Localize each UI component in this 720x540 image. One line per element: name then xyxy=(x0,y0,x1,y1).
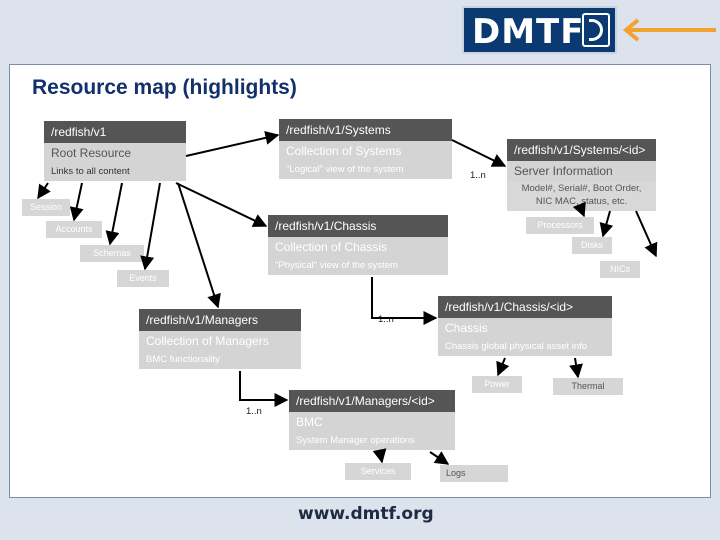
tag-accounts: Accounts xyxy=(46,221,102,238)
link-systems-system-id xyxy=(451,139,507,167)
node-managers-title: /redfish/v1/Managers xyxy=(139,309,301,331)
tag-power: Power xyxy=(472,376,522,393)
node-root-description: Links to all content xyxy=(44,163,186,181)
tag-events: Events xyxy=(117,270,169,287)
footer-url: www.dmtf.org xyxy=(298,504,434,524)
arrow-left-icon xyxy=(622,18,716,42)
link-manager-id-logs xyxy=(429,451,450,465)
node-system-id-description-1: Model#, Serial#, Boot Order, xyxy=(521,183,642,194)
tag-services: Services xyxy=(345,463,411,480)
link-root-chassis xyxy=(175,182,268,227)
tag-thermal: Thermal xyxy=(553,378,623,395)
tag-disks: Disks xyxy=(572,237,612,254)
link-root-session xyxy=(37,182,51,200)
link-root-events xyxy=(140,182,161,271)
logo-text: DMTF xyxy=(472,12,585,52)
node-system-id-description-2: NIC MAC, status, etc. xyxy=(535,196,628,207)
node-chassis: /redfish/v1/Chassis Collection of Chassi… xyxy=(268,215,448,277)
logo-mark-icon xyxy=(582,13,610,47)
link-system-id-disks xyxy=(599,210,614,238)
node-systems-subtitle: Collection of Systems xyxy=(279,141,452,161)
link-root-managers xyxy=(177,182,221,309)
link-system-id-processors xyxy=(572,201,586,218)
link-chassis-id-thermal xyxy=(569,357,583,379)
link-manager-id-services xyxy=(372,448,387,464)
link-system-id-nics xyxy=(635,210,658,258)
node-managers: /redfish/v1/Managers Collection of Manag… xyxy=(139,309,301,371)
multiplicity-systems: 1..n xyxy=(470,170,486,181)
link-managers-manager-id xyxy=(239,371,289,407)
node-manager-id-title: /redfish/v1/Managers/<id> xyxy=(289,390,455,412)
page-title: Resource map (highlights) xyxy=(32,76,297,99)
node-manager-id: /redfish/v1/Managers/<id> BMC System Man… xyxy=(289,390,455,452)
tag-processors: Processors xyxy=(526,217,594,234)
link-root-accounts xyxy=(69,182,84,222)
node-root: /redfish/v1 Root Resource Links to all c… xyxy=(44,121,186,183)
node-chassis-description: "Physical" view of the system xyxy=(268,257,448,275)
link-chassis-chassis-id xyxy=(371,277,438,325)
tag-nics: NICs xyxy=(600,261,640,278)
node-chassis-id-title: /redfish/v1/Chassis/<id> xyxy=(438,296,612,318)
node-managers-description: BMC functionality xyxy=(139,351,301,369)
multiplicity-managers: 1..n xyxy=(246,406,262,417)
node-systems-description: "Logical" view of the system xyxy=(279,161,452,179)
node-root-title: /redfish/v1 xyxy=(44,121,186,143)
node-root-subtitle: Root Resource xyxy=(44,143,186,163)
node-chassis-id-subtitle: Chassis xyxy=(438,318,612,338)
node-chassis-id-description: Chassis global physical asset info xyxy=(438,338,612,356)
node-systems: /redfish/v1/Systems Collection of System… xyxy=(279,119,452,181)
node-system-id-subtitle: Server Information xyxy=(507,161,656,181)
bottom-band xyxy=(0,498,720,540)
node-managers-subtitle: Collection of Managers xyxy=(139,331,301,351)
node-chassis-id: /redfish/v1/Chassis/<id> Chassis Chassis… xyxy=(438,296,612,358)
link-root-schemas xyxy=(105,182,123,246)
node-system-id: /redfish/v1/Systems/<id> Server Informat… xyxy=(507,139,656,211)
node-chassis-subtitle: Collection of Chassis xyxy=(268,237,448,257)
node-manager-id-description: System Manager operations xyxy=(289,432,455,450)
node-systems-title: /redfish/v1/Systems xyxy=(279,119,452,141)
node-chassis-title: /redfish/v1/Chassis xyxy=(268,215,448,237)
node-system-id-title: /redfish/v1/Systems/<id> xyxy=(507,139,656,161)
multiplicity-chassis: 1..n xyxy=(378,314,394,325)
left-band xyxy=(0,0,9,540)
tag-session: Session xyxy=(22,199,70,216)
node-manager-id-subtitle: BMC xyxy=(289,412,455,432)
link-root-systems xyxy=(185,130,280,157)
link-chassis-id-power xyxy=(496,357,510,377)
tag-schemas: Schemas xyxy=(80,245,144,262)
tag-logs: Logs xyxy=(440,465,508,482)
right-band xyxy=(711,0,720,540)
dmtf-logo: DMTF xyxy=(462,6,617,54)
